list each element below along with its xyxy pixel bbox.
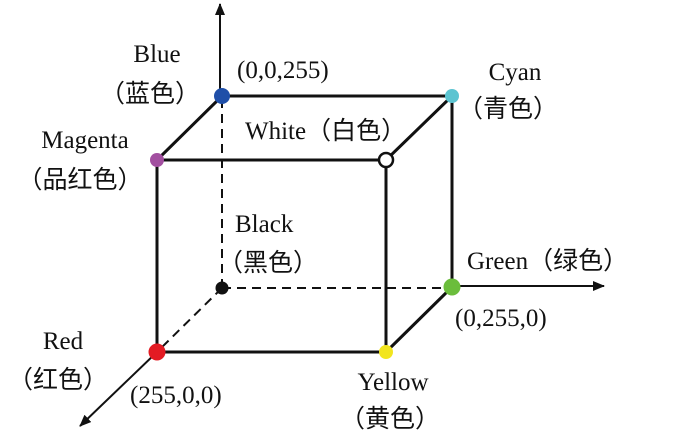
edge-cyan-white	[384, 94, 454, 162]
green-coord-label: (0,255,0)	[455, 305, 547, 332]
blue-vertex-dot	[214, 88, 230, 104]
white-label: White（白色）	[245, 117, 406, 145]
blue-label: Blue	[133, 41, 180, 68]
hidden-edge-black-red	[156, 287, 223, 353]
magenta-cn-label: （品红色）	[17, 166, 142, 194]
yellow-cn-label: （黄色）	[340, 405, 440, 433]
blue-coord-label: (0,0,255)	[237, 57, 329, 84]
red-axis-arrow	[79, 351, 158, 427]
magenta-vertex-dot	[150, 153, 164, 167]
black-label: Black	[235, 211, 294, 238]
red-vertex-dot	[148, 343, 166, 361]
blue-cn-label: （蓝色）	[100, 80, 200, 108]
yellow-vertex-dot	[379, 345, 393, 359]
cyan-vertex-dot	[445, 89, 459, 103]
edge-yellow-green	[384, 285, 454, 354]
red-coord-label: (255,0,0)	[130, 382, 222, 409]
green-label: Green（绿色）	[467, 247, 628, 275]
green-vertex-dot	[443, 278, 461, 296]
black-cn-label: （黑色）	[218, 249, 318, 277]
red-label: Red	[43, 328, 84, 355]
magenta-label: Magenta	[41, 127, 128, 154]
white-vertex-dot	[377, 151, 395, 169]
yellow-label: Yellow	[357, 369, 428, 396]
red-cn-label: （红色）	[8, 366, 108, 394]
cyan-cn-label: （青色）	[458, 95, 558, 123]
edge-blue-magenta	[155, 94, 224, 162]
black-vertex-dot	[215, 281, 229, 295]
cyan-label: Cyan	[489, 59, 542, 86]
